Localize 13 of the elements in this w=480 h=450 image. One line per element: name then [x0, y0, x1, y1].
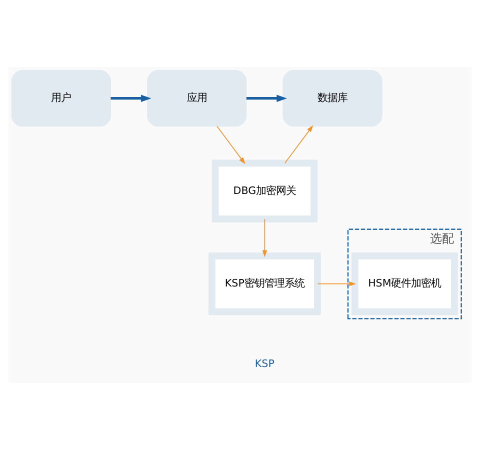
- node-box: HSM硬件加密机: [351, 252, 458, 316]
- node-box: DBG加密网关: [212, 160, 318, 222]
- arrow: [110, 94, 152, 102]
- arrow: [284, 125, 314, 164]
- arrow: [262, 218, 268, 258]
- arrow: [216, 126, 246, 164]
- node-box: 应用: [147, 70, 247, 127]
- label: KSP: [254, 358, 274, 370]
- node-box: 用户: [11, 70, 111, 127]
- node-box: KSP密钥管理系统: [208, 252, 321, 316]
- arrow: [246, 94, 287, 102]
- node-box: 数据库: [282, 70, 382, 127]
- arrow: [317, 281, 356, 286]
